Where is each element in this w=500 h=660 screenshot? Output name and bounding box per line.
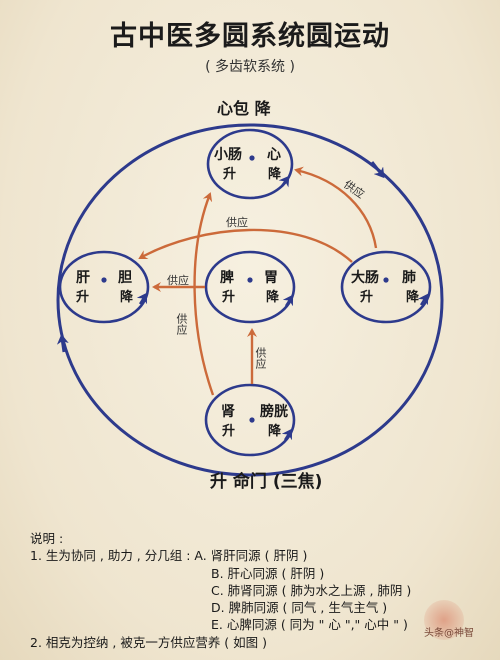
outer-circle (56, 123, 444, 477)
notes-line1-d: D. 脾肺同源 ( 同气 , 生气主气 ) (211, 600, 388, 616)
liver-circle-arrow (136, 292, 148, 305)
outer-arrow-left (56, 334, 69, 353)
kidney-right-organ: 膀胱 (260, 404, 288, 420)
heart-right-dir: 降 (268, 167, 282, 182)
spleen-circle (204, 250, 296, 324)
kidney-circle-arrow (281, 428, 293, 441)
notes-line1-e: E. 心脾同源 ( 同为 " 心 "," 心中 " ) (211, 617, 408, 633)
watermark: 头条@神智 (418, 600, 498, 650)
heart-left-organ: 小肠 (214, 147, 242, 163)
explanation-notes: 说明 : 1. 生为协同 , 助力 , 分几组 : A. 肾肝同源 ( 肝阴 )… (30, 530, 490, 651)
page-subtitle: ( 多齿软系统 ) (205, 59, 295, 75)
outer-bottom-label: 升 命门 (三焦) (210, 472, 323, 492)
liver-circle (58, 250, 150, 324)
label-kidney-to-spleen: 供应 (254, 347, 267, 369)
lung-right-organ: 肺 (402, 270, 416, 286)
arrow-lung-to-liver (138, 228, 353, 263)
label-spleen-to-liver: 供应 (167, 274, 189, 287)
lung-left-dir: 升 (360, 290, 374, 305)
spleen-right-organ: 胃 (264, 270, 278, 286)
liver-right-dir: 降 (120, 290, 134, 305)
label-kidney-to-heart: 供应 (175, 313, 188, 335)
notes-line1: 1. 生为协同 , 助力 , 分几组 : A. 肾肝同源 ( 肝阴 ) (30, 548, 308, 564)
notes-line2: 2. 相克为控纳 , 被克一方供应营养 ( 如图 ) (30, 634, 267, 650)
heart-right-organ: 心 (267, 147, 281, 163)
outer-top-label: 心包 降 (217, 99, 271, 118)
arrow-lung-to-heart (294, 166, 378, 249)
kidney-right-dir: 降 (268, 424, 282, 439)
arrow-kidney-to-heart (193, 192, 215, 396)
heart-circle (206, 128, 294, 200)
liver-left-dir: 升 (76, 290, 90, 305)
liver-dot (101, 277, 107, 283)
label-lung-to-liver: 供应 (226, 216, 248, 229)
spleen-left-organ: 脾 (220, 270, 234, 286)
notes-line1-b: B. 肝心同源 ( 肝阴 ) (211, 565, 325, 581)
kidney-dot (249, 417, 255, 423)
notes-line1-c: C. 肺肾同源 ( 肺为水之上源 , 肺阴 ) (211, 582, 412, 598)
page-title: 古中医多圆系统圆运动 (110, 21, 390, 52)
liver-left-organ: 肝 (76, 270, 90, 286)
lung-left-organ: 大肠 (351, 270, 379, 286)
spleen-left-dir: 升 (222, 290, 236, 305)
kidney-left-organ: 肾 (221, 404, 235, 420)
heart-dot (249, 155, 255, 161)
watermark-stamp-icon (424, 600, 464, 640)
lung-circle-arrow (417, 293, 429, 306)
spleen-circle-arrow (282, 294, 294, 307)
outer-arrow-top-right (370, 161, 385, 179)
lung-right-dir: 降 (406, 290, 420, 305)
liver-right-organ: 胆 (118, 270, 132, 286)
watermark-text: 头条@神智 (424, 628, 474, 639)
heart-circle-arrow (278, 175, 290, 188)
lung-dot (383, 277, 389, 283)
kidney-left-dir: 升 (222, 424, 236, 439)
heart-left-dir: 升 (223, 167, 237, 182)
spleen-dot (247, 277, 253, 283)
notes-heading: 说明 : (30, 531, 64, 546)
spleen-right-dir: 降 (266, 290, 280, 305)
kidney-circle (204, 383, 296, 457)
lung-circle (340, 250, 432, 324)
